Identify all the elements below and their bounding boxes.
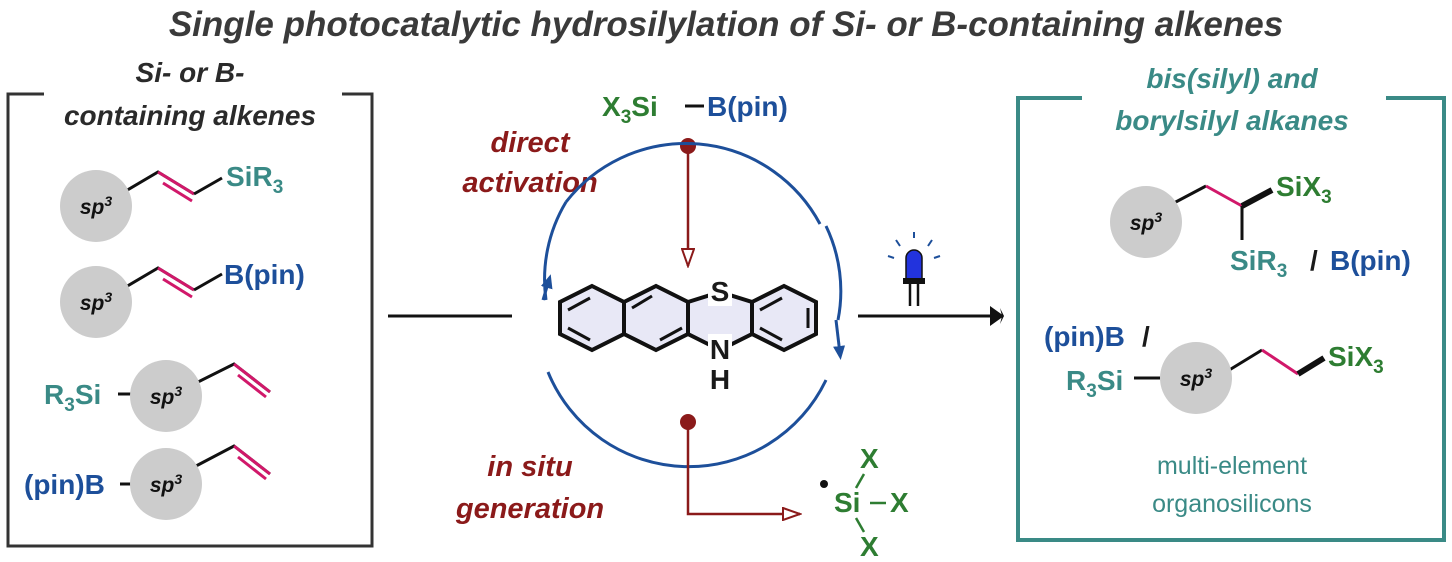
svg-text:sp3: sp3 bbox=[80, 193, 113, 219]
sp3-sphere bbox=[60, 170, 132, 242]
page-title: Single photocatalytic hydrosilylation of… bbox=[169, 5, 1283, 44]
sp3-sphere bbox=[1160, 342, 1232, 414]
cycle-arrow-right bbox=[833, 319, 846, 360]
allylsilane-structure: sp3 SiR3 bbox=[60, 161, 283, 242]
sp3-sphere bbox=[130, 360, 202, 432]
sir3-label: SiR3 bbox=[226, 161, 283, 198]
geminal-product-structure: sp3 SiX3 SiR3 / B(pin) bbox=[1110, 171, 1411, 282]
r3si-label: R3Si bbox=[44, 379, 101, 416]
svg-text:sp3: sp3 bbox=[1130, 209, 1163, 235]
insitu-line2: generation bbox=[455, 493, 604, 525]
catalyst-s: S bbox=[711, 276, 730, 307]
right-box-frame bbox=[1016, 96, 1446, 542]
generation-arrow bbox=[686, 422, 800, 514]
catalyst-n: N bbox=[710, 334, 730, 365]
linear-product-structure: sp3 SiX3 (pin)B / R3Si bbox=[1044, 321, 1384, 414]
insitu-line1: in situ bbox=[487, 451, 573, 483]
right-header-line1: bis(silyl) and bbox=[1146, 63, 1318, 94]
product2-slash: / bbox=[1142, 321, 1150, 352]
boryl-core-alkene-structure: sp3 (pin)B bbox=[24, 444, 271, 520]
photocatalyst-structure: S N H bbox=[558, 276, 818, 395]
blue-led-icon bbox=[887, 232, 941, 306]
left-box-frame bbox=[6, 92, 374, 548]
product2-r3si: R3Si bbox=[1066, 365, 1123, 402]
left-box: Si- or B- containing alkenes sp3 SiR3 sp… bbox=[6, 57, 374, 548]
reagent-bpin: B(pin) bbox=[707, 91, 788, 122]
product2-six3: SiX3 bbox=[1328, 341, 1384, 378]
silyl-radical-structure: Si X X X bbox=[820, 443, 909, 562]
cycle-arc-bottom bbox=[546, 371, 828, 469]
radical-si: Si bbox=[834, 487, 860, 518]
svg-text:sp3: sp3 bbox=[150, 471, 183, 497]
bpin-label: B(pin) bbox=[224, 259, 305, 290]
sp3-sphere bbox=[1110, 186, 1182, 258]
product1-bpin: B(pin) bbox=[1330, 245, 1411, 276]
left-header-line1: Si- or B- bbox=[136, 57, 245, 88]
sp3-sphere bbox=[130, 448, 202, 520]
right-header-line2: borylsilyl alkanes bbox=[1115, 105, 1348, 136]
note-line1: multi-element bbox=[1157, 452, 1307, 480]
right-box: bis(silyl) and borylsilyl alkanes sp3 Si… bbox=[1016, 63, 1446, 542]
product1-six3: SiX3 bbox=[1276, 171, 1332, 208]
reaction-arrow bbox=[858, 232, 1004, 326]
product2-pinb: (pin)B bbox=[1044, 321, 1125, 352]
reagent-x3si: X3Si bbox=[602, 91, 658, 128]
sp3-sphere bbox=[60, 266, 132, 338]
silyl-core-alkene-structure: sp3 R3Si bbox=[44, 360, 271, 432]
pinb-label: (pin)B bbox=[24, 469, 105, 500]
product1-slash: / bbox=[1310, 245, 1318, 276]
svg-text:sp3: sp3 bbox=[150, 383, 183, 409]
radical-x-right: X bbox=[890, 487, 909, 518]
radical-x-bottom: X bbox=[860, 531, 879, 562]
catalytic-cycle: X3Si B(pin) direct activation bbox=[455, 91, 909, 562]
direct-line2: activation bbox=[462, 167, 597, 199]
allylboronate-structure: sp3 B(pin) bbox=[60, 259, 305, 338]
cycle-arc-top bbox=[564, 142, 822, 225]
radical-x-top: X bbox=[860, 443, 879, 474]
left-header-line2: containing alkenes bbox=[64, 100, 316, 131]
product1-sir3: SiR3 bbox=[1230, 245, 1287, 282]
note-line2: organosilicons bbox=[1152, 490, 1312, 518]
direct-line1: direct bbox=[491, 127, 571, 159]
svg-text:sp3: sp3 bbox=[1180, 365, 1213, 391]
catalyst-h: H bbox=[710, 364, 730, 395]
svg-text:sp3: sp3 bbox=[80, 289, 113, 315]
